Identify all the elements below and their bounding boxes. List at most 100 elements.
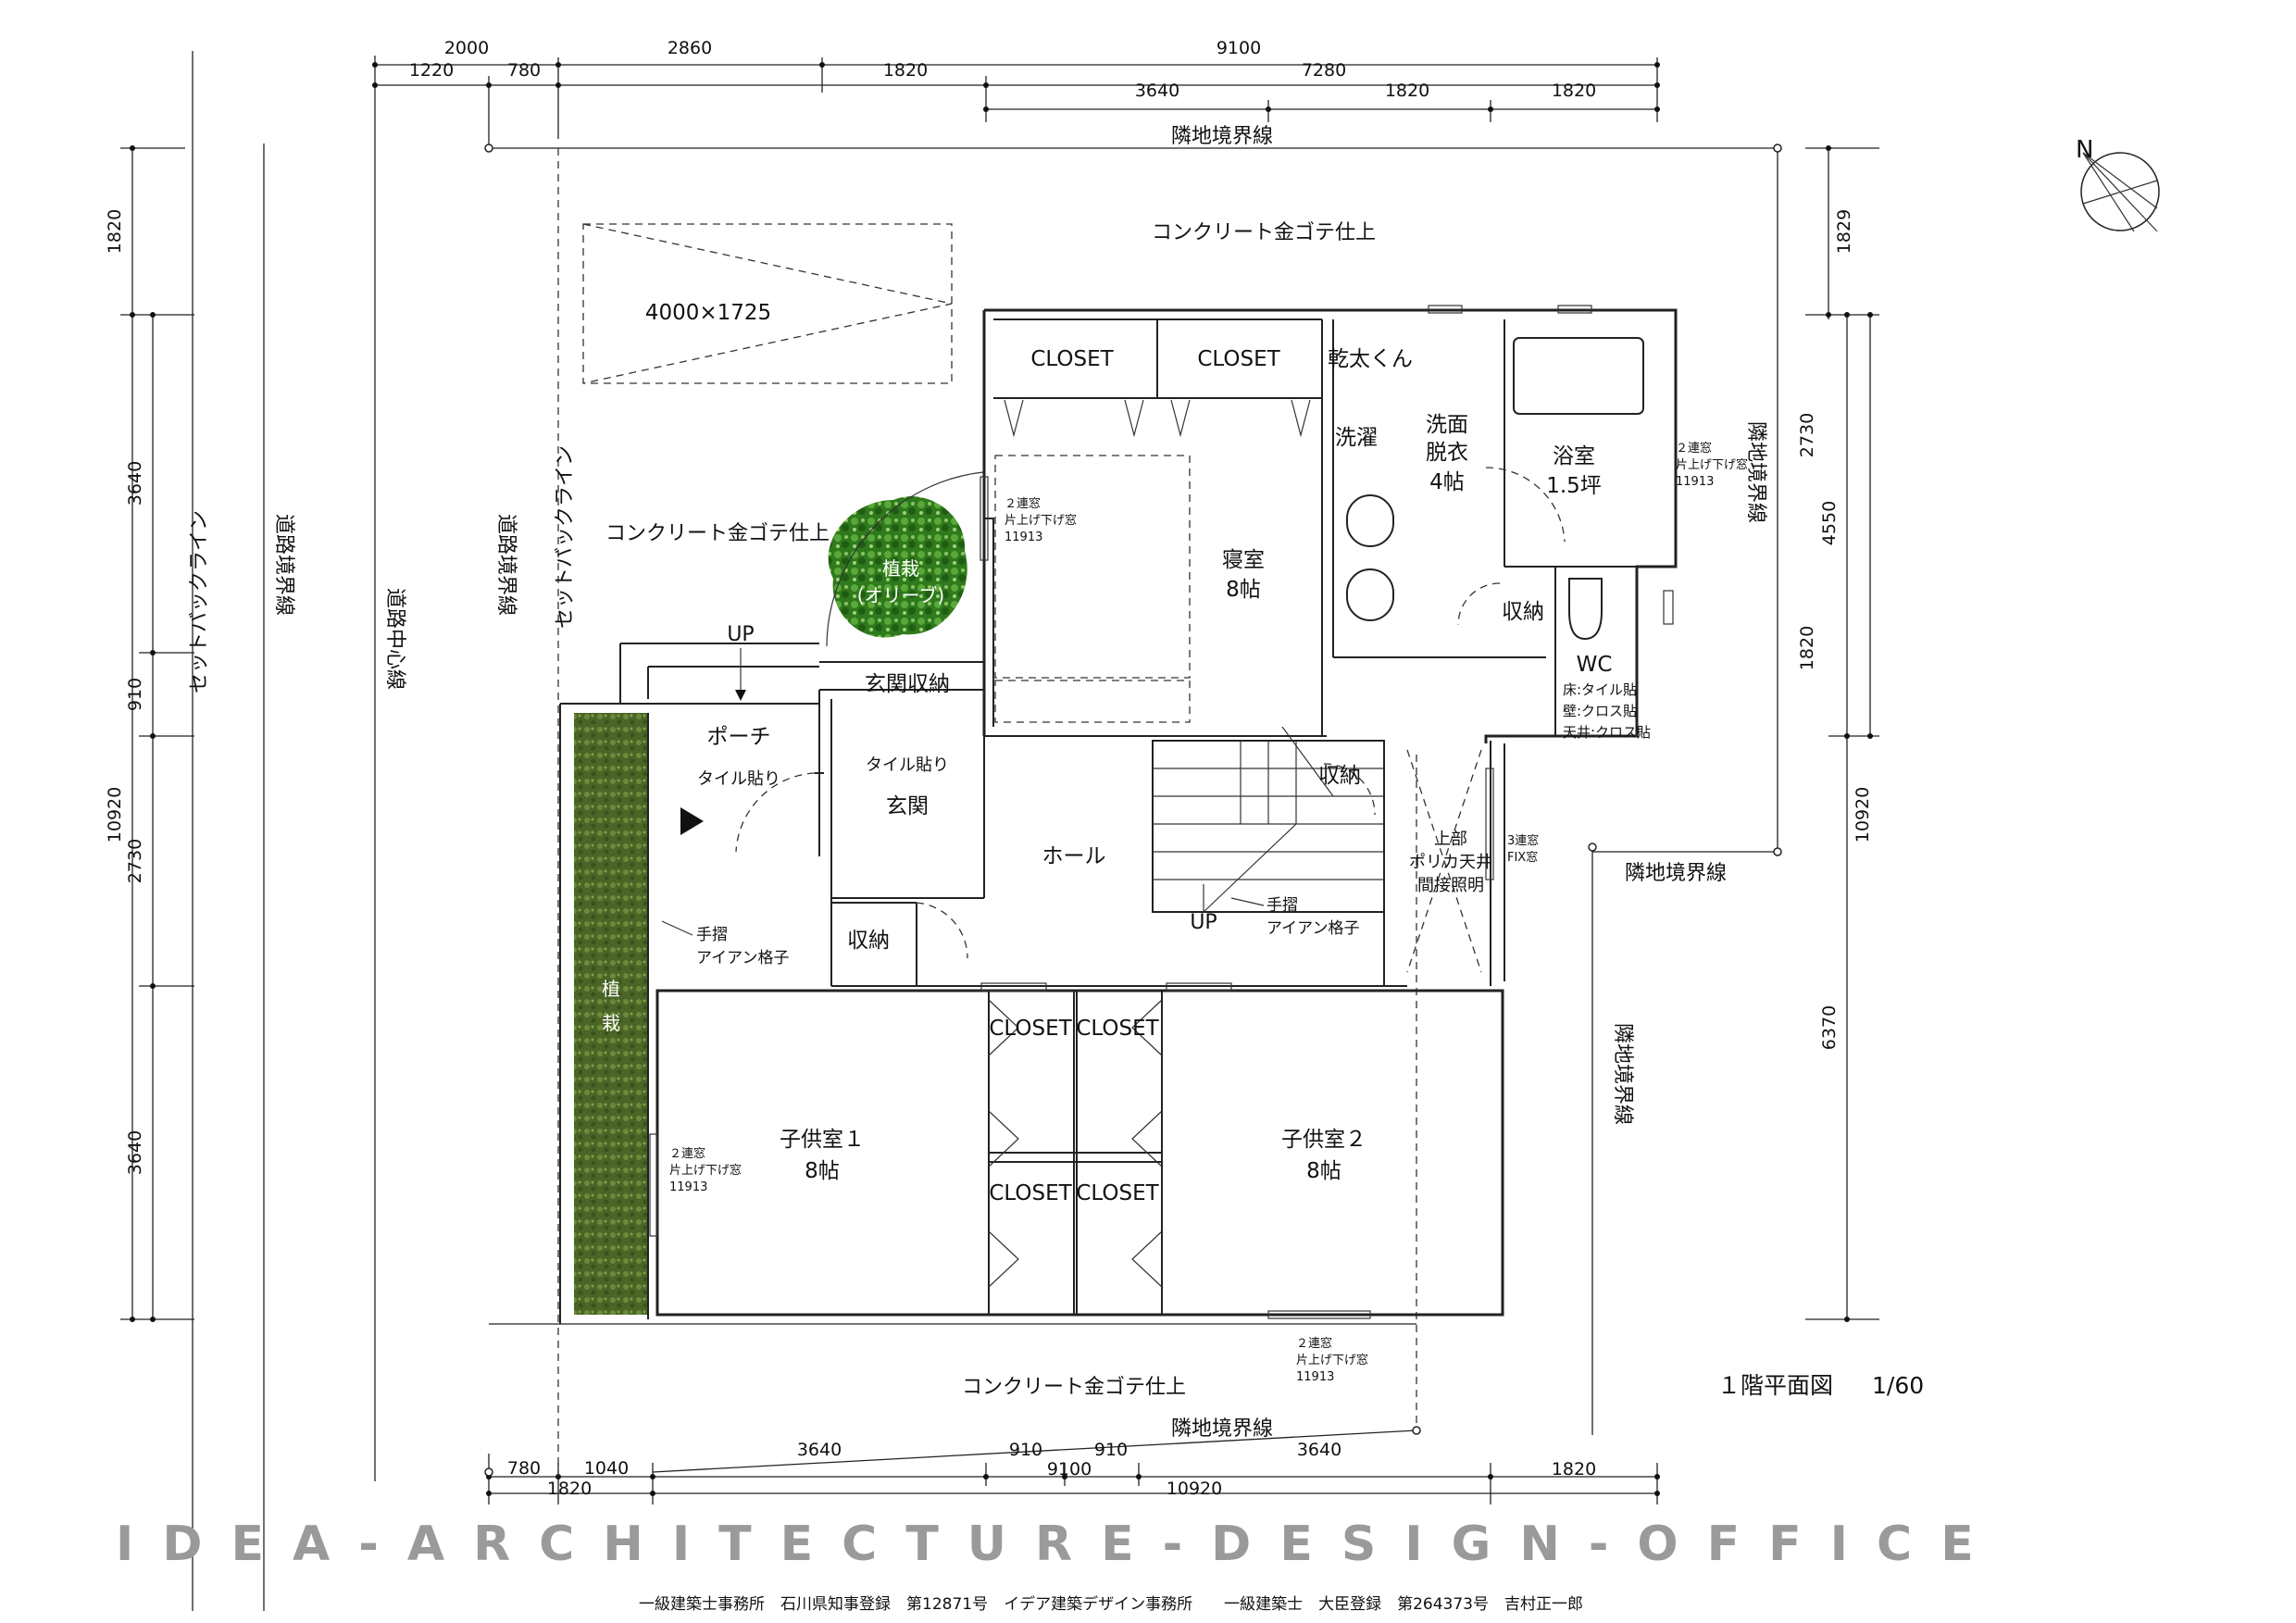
dim-2860: 2860 [668,38,712,58]
bath-label-2: 1.5坪 [1546,474,1602,498]
closet-c2-label: CLOSET [1076,1017,1159,1041]
planting-label-1: 植 [602,978,620,1000]
bedroom-label-2: 8帖 [1226,578,1261,602]
dim-left-3640a: 3640 [125,461,145,506]
up-arrow-icon [735,690,746,701]
storage-entry-label: 収納 [847,929,890,953]
rail-1-leader [661,920,693,936]
wash-label-1: 洗面 [1426,413,1468,437]
rail-2-label-1: 手摺 [1267,896,1298,915]
dim-left-3640b: 3640 [125,1130,145,1175]
dim-left-2730: 2730 [125,839,145,883]
closet-c1-label: CLOSET [989,1017,1072,1041]
dim-1220: 1220 [409,60,454,81]
dim-right-2730: 2730 [1797,413,1817,457]
storage-stair-label: 収納 [1318,764,1361,788]
boundary-right-label: 隣地境界線 [1744,421,1767,523]
dim-2000: 2000 [444,38,489,58]
hedge-planting [574,713,648,1315]
wc-finish-ceiling: 天井:クロス貼 [1563,724,1651,741]
porch-tile-label: タイル貼り [697,769,780,789]
basin-2 [1346,568,1394,621]
tree-label-2: (オリーブ) [857,584,944,606]
boundary-bottom-label: 隣地境界線 [1171,1417,1273,1441]
porch-label: ポーチ [707,725,771,749]
dim-bottom-10920: 10920 [1167,1479,1222,1499]
dim-left-910: 910 [125,678,145,711]
basin-1 [1346,494,1394,547]
dim-1820b: 1820 [1385,81,1429,101]
dim-right-1820: 1820 [1797,626,1817,670]
dim-bottom-910a: 910 [1009,1440,1042,1460]
road-center-label: 道路中心線 [383,588,406,690]
north-label: N [2076,136,2093,164]
window-c2-2: 片上げ下げ窓 [1296,1353,1368,1367]
dim-bottom-1820a: 1820 [1552,1459,1596,1479]
boundary-right3-label: 隣地境界線 [1611,1023,1634,1125]
dim-left-1820: 1820 [105,209,125,254]
rail-2-leader [1230,897,1265,906]
window-bed-2: 片上げ下げ窓 [1004,513,1077,528]
window-bath-1: ２連窓 [1676,441,1712,456]
closet-1-label: CLOSET [1030,347,1114,371]
dim-1820: 1820 [883,60,928,81]
wc-finish-wall: 壁:クロス貼 [1563,703,1637,719]
bedroom-label-1: 寝室 [1222,548,1265,572]
drawing-title: １階平面図 [1717,1372,1833,1399]
wc-finish-floor: 床:タイル貼 [1563,681,1637,698]
office-banner: IDEA-ARCHITECTURE-DESIGN-OFFICE [116,1517,2003,1572]
building-walls [559,308,1678,1324]
rail-1-label-1: 手摺 [696,926,728,944]
closet-c3-label: CLOSET [989,1181,1072,1205]
child-room-1-label-2: 8帖 [805,1159,840,1183]
toilet [1568,578,1603,641]
bath-label-1: 浴室 [1553,444,1595,468]
washer-label: 洗濯 [1335,426,1378,450]
north-arrow-icon [2080,152,2160,232]
hall-label: ホール [1042,844,1106,868]
window-bath-2: 片上げ下げ窓 [1676,457,1748,472]
dim-bottom-780: 780 [507,1458,541,1479]
up-label-2: UP [1190,911,1217,934]
dim-3640: 3640 [1135,81,1179,101]
kantakun-label: 乾太くん [1328,347,1413,371]
wash-label-2: 脱衣 [1426,441,1468,465]
planting-label-2: 栽 [602,1012,620,1034]
entry-label: 玄関 [886,794,929,818]
parking-space [582,223,953,384]
window-c2-3: 11913 [1296,1370,1334,1384]
window-bed-3: 11913 [1004,531,1042,544]
dim-9100: 9100 [1217,38,1261,58]
window-bath-3: 11913 [1676,475,1714,489]
concrete-left-label: コンクリート金ゴテ仕上 [605,522,830,545]
window-c1-1: ２連窓 [669,1146,705,1161]
dim-7280: 7280 [1302,60,1346,81]
setback-label-1: セットバックライン [188,510,211,693]
bottom-dimensions [486,1429,1660,1504]
dim-bottom-3640b: 3640 [1297,1440,1341,1460]
dim-right-1829: 1829 [1834,209,1854,254]
dim-bottom-1040: 1040 [584,1458,629,1479]
office-credit: 一級建築士事務所 石川県知事登録 第12871号 イデア建築デザイン事務所 一級… [639,1595,1583,1614]
window-c2-1: ２連窓 [1296,1336,1332,1351]
tree-label-1: 植栽 [882,557,919,580]
bed-foot [994,680,1191,723]
window-fix-1: 3連窓 [1507,833,1539,848]
child-room-2-label-2: 8帖 [1306,1159,1341,1183]
upper-label-2: ポリカ天井 [1409,853,1492,872]
wash-label-3: 4帖 [1429,470,1465,494]
dim-right-6370: 6370 [1819,1005,1840,1050]
rail-2-label-2: アイアン格子 [1267,919,1359,938]
dim-780: 780 [507,60,541,81]
dim-left-10920: 10920 [105,787,125,843]
bed-outline [994,455,1191,679]
upper-label-1: 上部 [1434,830,1467,849]
closet-c4-label: CLOSET [1076,1181,1159,1205]
right-dimensions [1805,145,1879,1322]
window-c1-2: 片上げ下げ窓 [669,1163,742,1178]
dim-bottom-3640a: 3640 [797,1440,842,1460]
dim-right-4550: 4550 [1819,501,1840,545]
entry-storage-label: 玄関収納 [865,672,950,696]
wc-label: WC [1577,653,1613,677]
